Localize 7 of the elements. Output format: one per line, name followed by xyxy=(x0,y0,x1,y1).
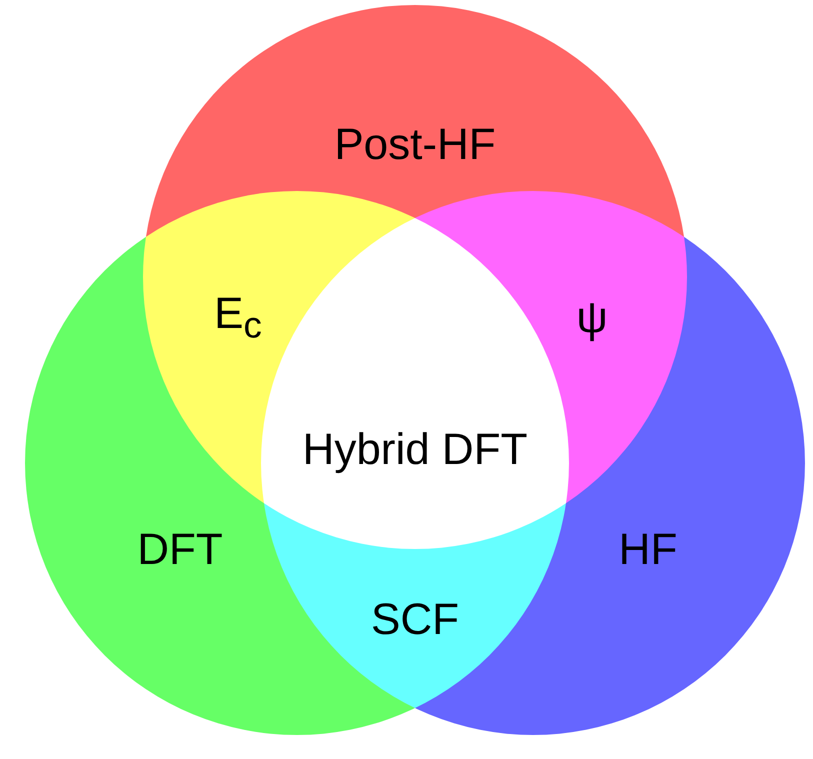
set-label: HF xyxy=(618,528,678,572)
region-label: E$_{c}$ xyxy=(214,292,262,344)
region-label: SCF xyxy=(371,598,459,642)
region-label: ψ xyxy=(576,296,608,340)
region-label: Hybrid DFT xyxy=(302,428,528,472)
set-label: DFT xyxy=(137,528,223,572)
set-label: Post-HF xyxy=(334,123,496,167)
